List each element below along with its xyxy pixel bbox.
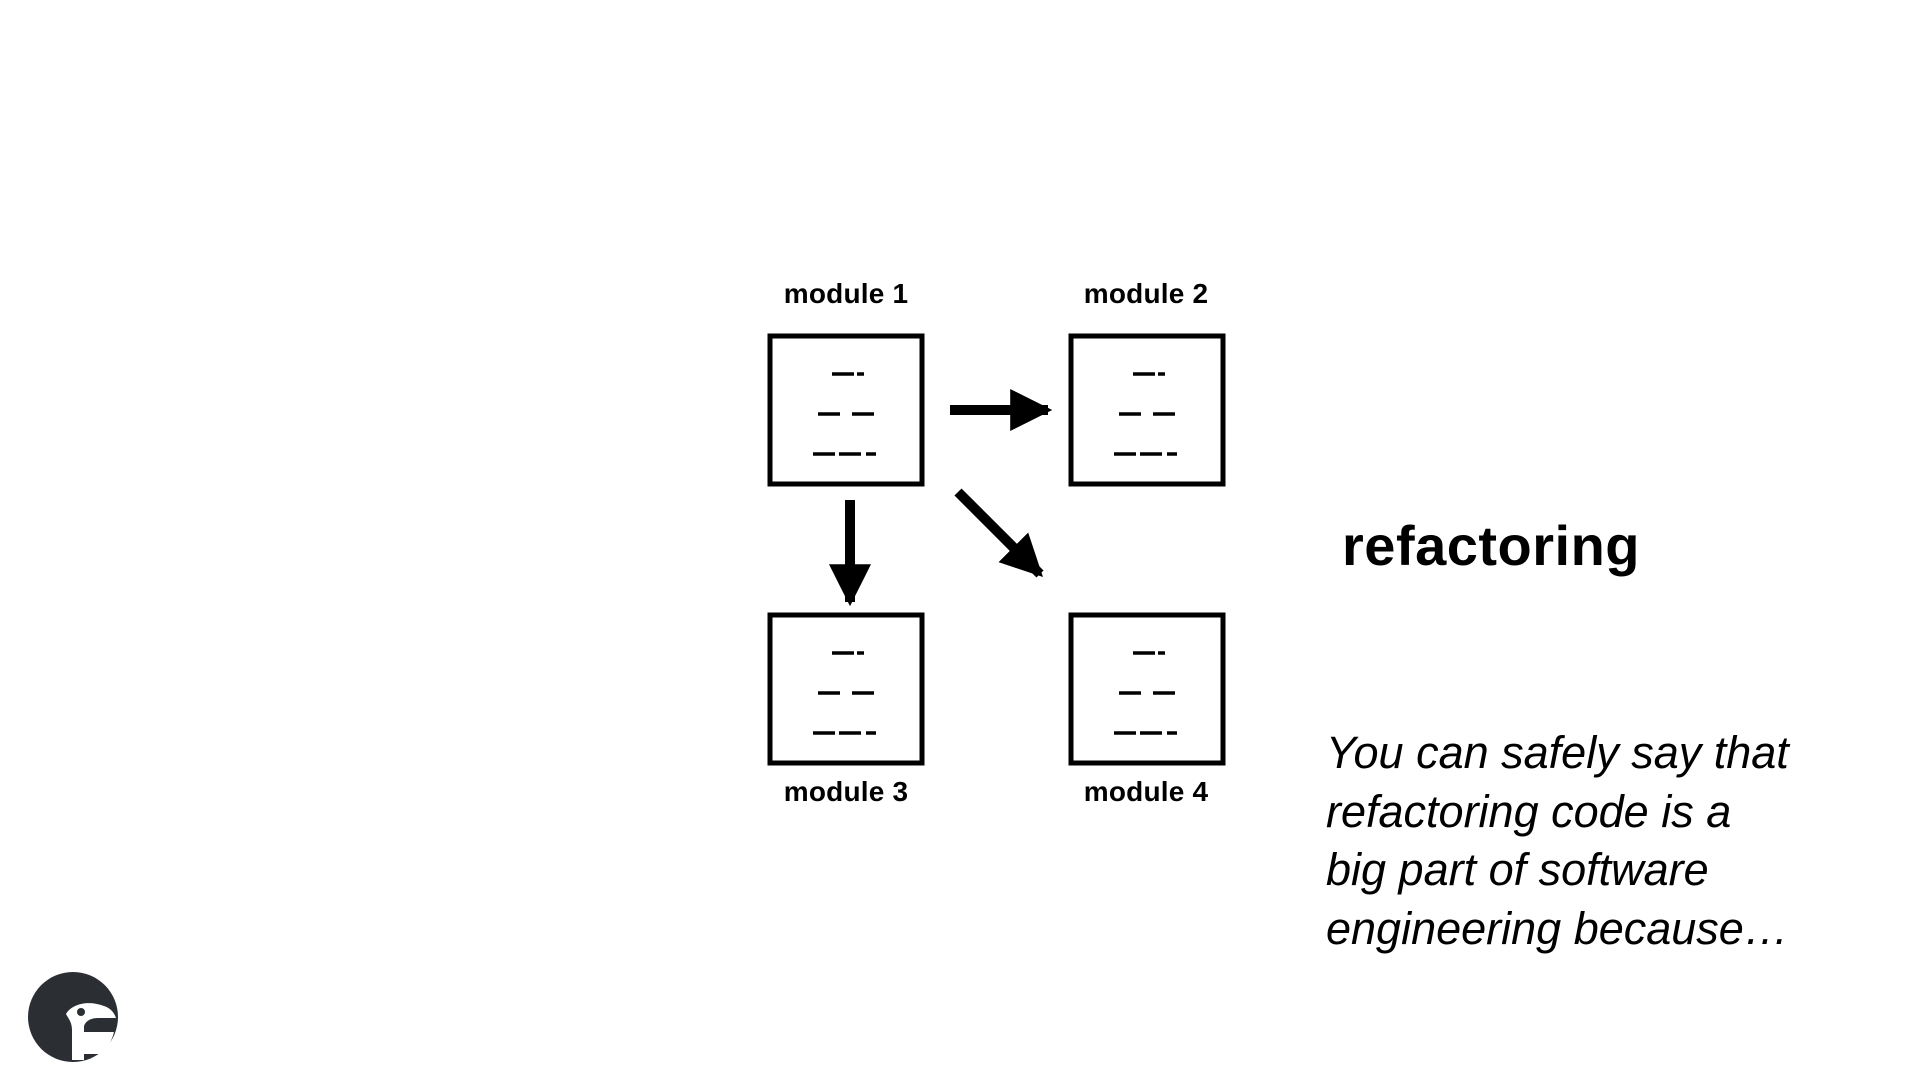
module-4-box bbox=[1068, 612, 1226, 766]
caption-line: You can safely say that bbox=[1326, 727, 1789, 778]
module-3-box bbox=[767, 612, 925, 766]
module-1-label: module 1 bbox=[783, 278, 909, 309]
bird-head-logo-icon bbox=[28, 972, 118, 1062]
module-3-label: module 3 bbox=[783, 776, 909, 807]
module-2-box bbox=[1068, 333, 1226, 487]
module-1-box bbox=[767, 333, 925, 487]
arrow-module1-to-module4 bbox=[954, 488, 1044, 578]
module-2-label: module 2 bbox=[1083, 278, 1209, 309]
caption-line: big part of software bbox=[1326, 844, 1709, 895]
slide-heading: refactoring bbox=[1342, 514, 1640, 577]
caption-line: refactoring code is a bbox=[1326, 785, 1732, 837]
slide-caption: You can safely say that refactoring code… bbox=[1326, 724, 1846, 958]
module-4-label: module 4 bbox=[1083, 776, 1209, 807]
caption-line: engineering because… bbox=[1326, 902, 1789, 954]
